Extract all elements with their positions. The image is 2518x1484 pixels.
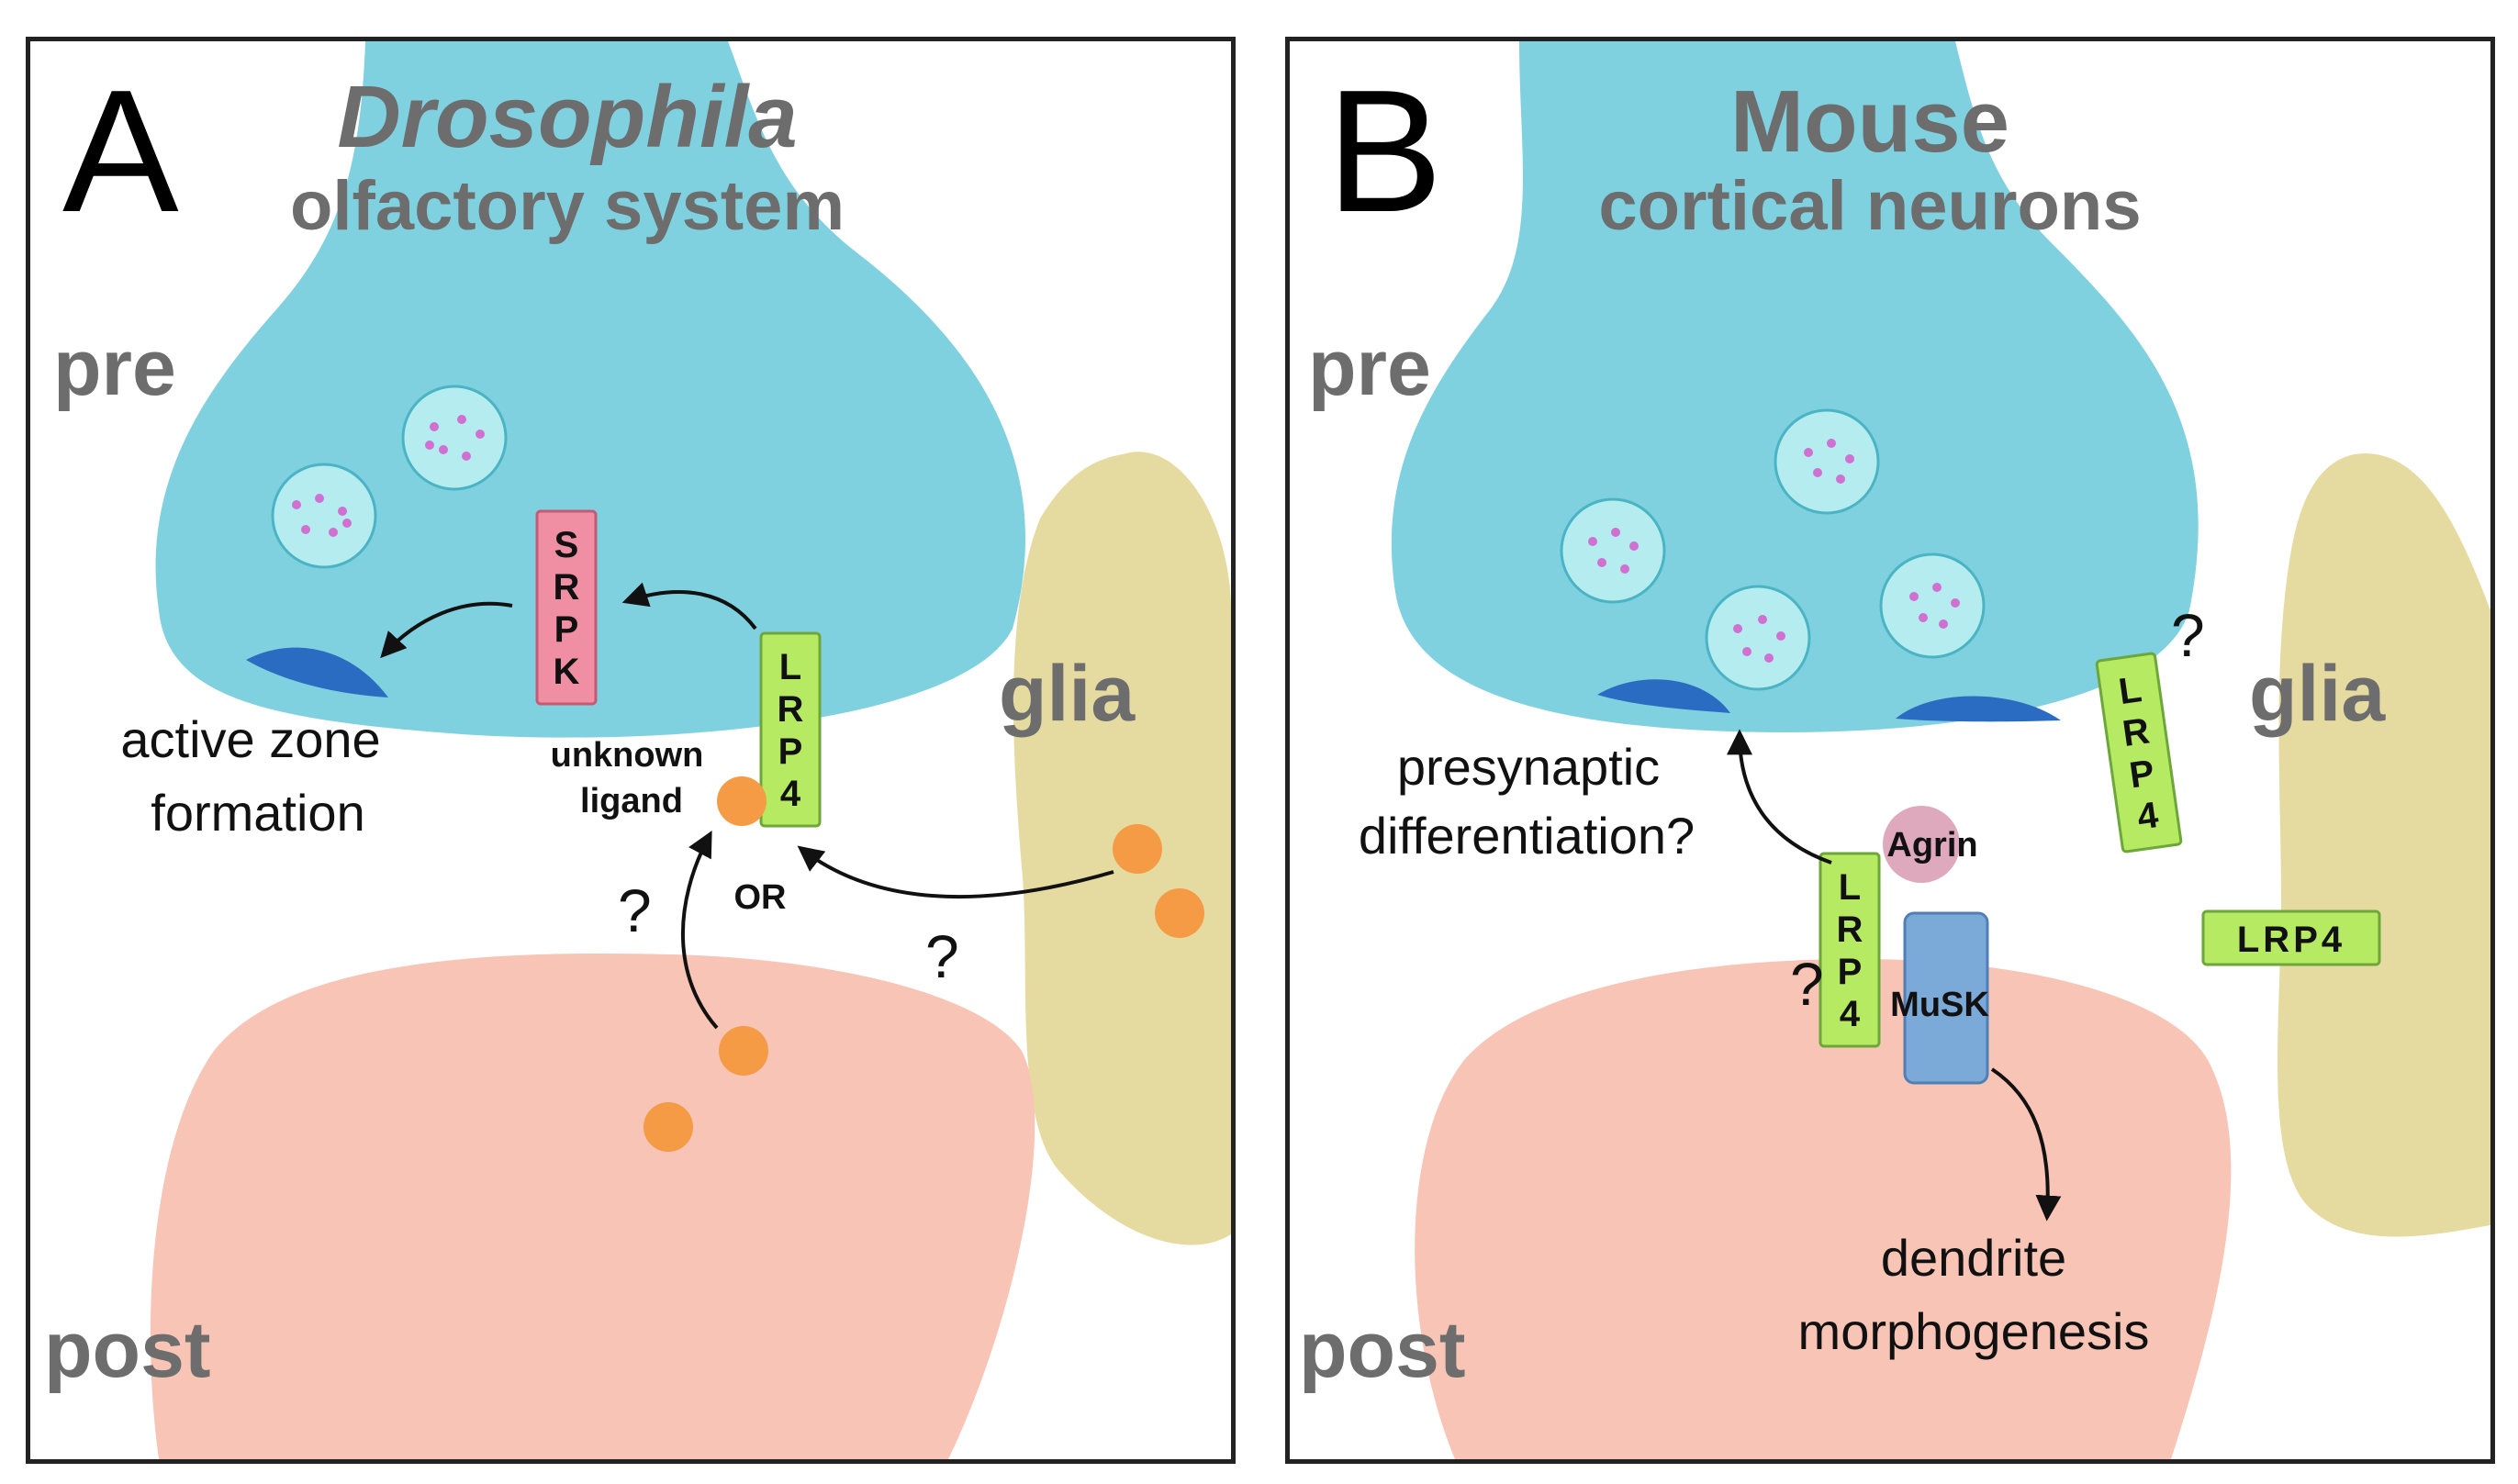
srpk-letter: K	[554, 652, 580, 692]
synaptic-vesicle	[401, 385, 508, 491]
agrin-protein	[1883, 806, 1960, 883]
panel-title: Mouse	[1730, 73, 2009, 171]
panel-b: L R P 4 MuSK L R P 4 Agrin LRP4 B Mouse …	[1285, 37, 2495, 1464]
panel-subtitle: olfactory system	[290, 167, 845, 245]
panel-a: S R P K L R P 4 A Drosophila olfactory s…	[26, 37, 1236, 1464]
lrp4-letter: R	[2121, 710, 2153, 754]
panel-title: Drosophila	[337, 68, 797, 166]
question-mark: ?	[618, 876, 652, 944]
arrow	[797, 845, 1114, 899]
unknown-ligand-label: ligand	[580, 782, 683, 820]
panel-letter: A	[62, 54, 179, 249]
synaptic-vesicle	[1560, 497, 1666, 604]
active-zone	[246, 647, 388, 697]
synaptic-vesicle	[1705, 585, 1811, 691]
synaptic-vesicle	[1879, 552, 1986, 659]
arrow	[1727, 729, 1832, 865]
glia-label: glia	[999, 650, 1136, 738]
ligand-dot	[717, 776, 767, 826]
question-mark: ?	[2171, 601, 2205, 669]
srpk-protein	[535, 509, 598, 706]
lrp4-letter: P	[778, 731, 803, 772]
ligand-dot	[643, 1102, 693, 1152]
srpk-letter: S	[554, 525, 579, 565]
lrp4-letter: P	[2127, 753, 2157, 796]
post-label: post	[1299, 1306, 1466, 1394]
musk-label: MuSK	[1890, 986, 1989, 1024]
arrow	[621, 582, 757, 630]
ligand-dot	[719, 1026, 768, 1076]
lrp4-letter: L	[2116, 669, 2143, 712]
srpk-letter: R	[554, 567, 580, 608]
or-label: OR	[734, 878, 787, 917]
lrp4-letter: 4	[780, 774, 801, 814]
lrp4-letter: R	[1837, 909, 1863, 950]
lrp4-horizontal-label: LRP4	[2237, 920, 2345, 960]
lrp4-letter: L	[779, 647, 801, 687]
pre-label: pre	[1308, 324, 1431, 412]
lrp4-receptor-tilted: L R P 4	[2095, 652, 2183, 854]
arrow	[380, 601, 513, 659]
agrin-label: Agrin	[1886, 826, 1977, 865]
arrow	[681, 831, 719, 1030]
ligand-dot	[1113, 824, 1162, 874]
question-mark: ?	[1790, 950, 1824, 1018]
glia-cell	[2277, 453, 2490, 1237]
presynaptic-label: differentiation?	[1359, 807, 1695, 865]
srpk-letter: P	[554, 609, 579, 650]
lrp4-letter: 4	[1840, 994, 1861, 1034]
post-label: post	[44, 1306, 211, 1394]
panel-letter: B	[1326, 54, 1443, 249]
dendrite-label: dendrite	[1881, 1229, 2066, 1287]
postsynaptic-terminal	[1415, 959, 2232, 1459]
postsynaptic-terminal	[150, 953, 1035, 1459]
lrp4-letter: R	[778, 689, 804, 730]
dendrite-label: morphogenesis	[1798, 1302, 2150, 1360]
lrp4-receptor	[759, 631, 822, 828]
pre-label: pre	[53, 324, 176, 412]
presynaptic-terminal	[155, 41, 1026, 738]
question-mark: ?	[925, 922, 959, 990]
panel-subtitle: cortical neurons	[1598, 167, 2141, 245]
active-zone	[1597, 679, 1730, 713]
lrp4-letter: L	[1839, 867, 1861, 908]
musk-receptor	[1903, 911, 1989, 1085]
synaptic-vesicle	[271, 463, 377, 569]
lrp4-letter: P	[1838, 952, 1863, 992]
active-zone	[1896, 696, 2061, 722]
presynaptic-label: presynaptic	[1397, 738, 1660, 796]
active-zone-label: formation	[151, 784, 364, 842]
arrow	[1990, 1067, 2062, 1222]
glia-label: glia	[2249, 650, 2386, 738]
active-zone-label: active zone	[120, 710, 380, 768]
unknown-ligand-label: unknown	[551, 736, 704, 775]
synaptic-vesicle	[1774, 408, 1880, 515]
ligand-dot	[1155, 888, 1204, 938]
lrp4-receptor	[1819, 852, 1881, 1048]
lrp4-receptor-horizontal	[2201, 909, 2381, 966]
